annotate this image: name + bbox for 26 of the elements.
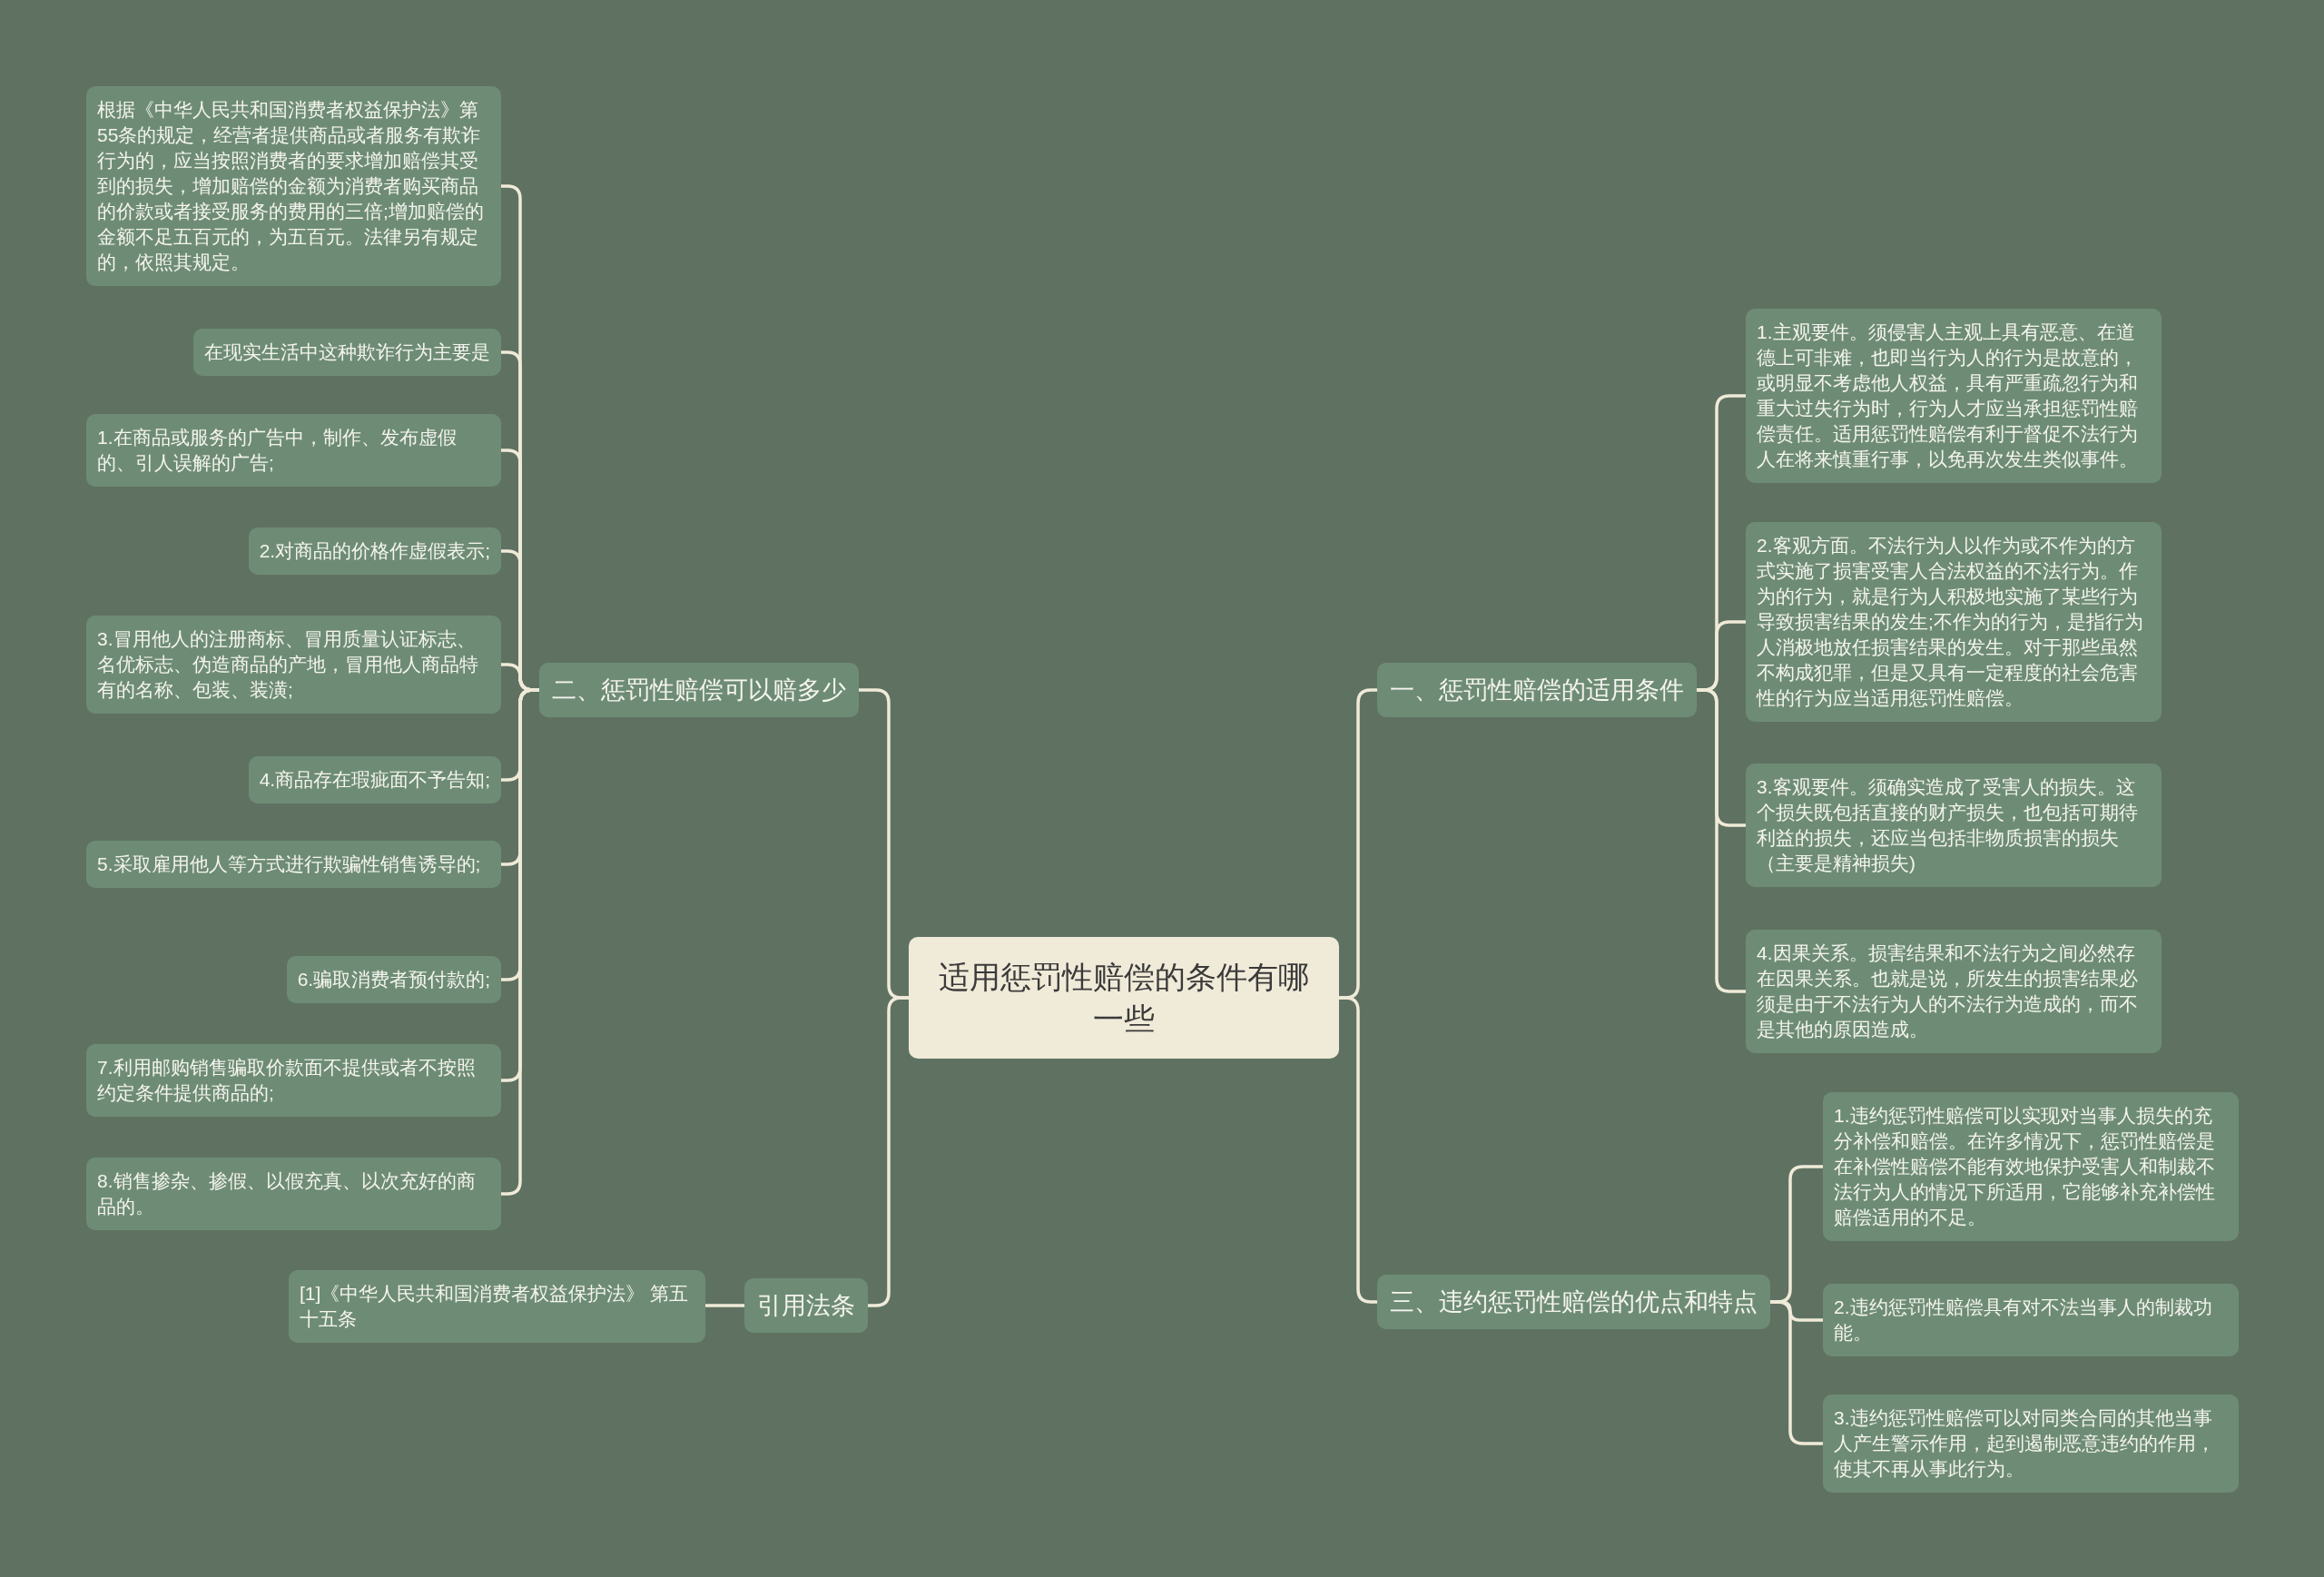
connector-line	[1339, 996, 1377, 1304]
subtopic-box: 根据《中华人民共和国消费者权益保护法》第55条的规定，经营者提供商品或者服务有欺诈行为的，应当按照消费者的要求增加赔偿其受到的损失，增加赔偿的金额为消费者购买商品的价款或者接受服务的费用的三倍;增加赔偿的金额不足五百元的，为五百元。法律另有规定的，依照其规定。	[86, 86, 501, 286]
subtopic-box: 2.违约惩罚性赔偿具有对不法当事人的制裁功能。	[1823, 1284, 2239, 1356]
subtopic-box: 8.销售掺杂、掺假、以假充真、以次充好的商品的。	[86, 1158, 501, 1230]
subtopic-box: [1]《中华人民共和国消费者权益保护法》 第五十五条	[289, 1270, 705, 1343]
connector-line	[705, 1304, 744, 1307]
subtopic-box: 在现实生活中这种欺诈行为主要是	[193, 329, 501, 376]
subtopic-box: 1.违约惩罚性赔偿可以实现对当事人损失的充分补偿和赔偿。在许多情况下，惩罚性赔偿是在补偿性赔偿不能有效地保护受害人和制裁不法行为人的情况下所适用，它能够补充补偿性赔偿适用的不足。	[1823, 1092, 2239, 1241]
subtopic-box: 4.因果关系。损害结果和不法行为之间必然存在因果关系。也就是说，所发生的损害结果必须是由于不法行为人的不法行为造成的，而不是其他的原因造成。	[1746, 930, 2162, 1053]
subtopic-box: 3.违约惩罚性赔偿可以对同类合同的其他当事人产生警示作用，起到遏制恶意违约的作用，使其不再从事此行为。	[1823, 1395, 2239, 1493]
connector-line	[868, 996, 909, 1307]
subtopic-box: 2.对商品的价格作虚假表示;	[248, 527, 501, 575]
subtopic-box: 2.客观方面。不法行为人以作为或不作为的方式实施了损害受害人合法权益的不法行为。作为的行为，就是行为人积极地实施了某些行为导致损害结果的发生;不作为的行为，是指行为人消极地放任损害结果的发生。对于那些虽然不构成犯罪，但是又具有一定程度的社会危害性的行为应当适用惩罚性赔偿。	[1746, 522, 2162, 722]
topic-box: 二、惩罚性赔偿可以赔多少	[539, 663, 859, 717]
subtopic-box: 6.骗取消费者预付款的;	[286, 956, 501, 1003]
topic-box: 三、违约惩罚性赔偿的优点和特点	[1377, 1275, 1770, 1329]
topic-box: 一、惩罚性赔偿的适用条件	[1377, 663, 1697, 717]
subtopic-box: 4.商品存在瑕疵面不予告知;	[248, 756, 501, 803]
subtopic-box: 3.客观要件。须确实造成了受害人的损失。这个损失既包括直接的财产损失，也包括可期待利益的损失，还应当包括非物质损害的损失（主要是精神损失)	[1746, 764, 2162, 887]
topic-box: 引用法条	[744, 1278, 868, 1333]
central-topic-box: 适用惩罚性赔偿的条件有哪一些	[909, 937, 1339, 1059]
subtopic-box: 5.采取雇用他人等方式进行欺骗性销售诱导的;	[86, 841, 501, 888]
subtopic-box: 1.在商品或服务的广告中，制作、发布虚假的、引人误解的广告;	[86, 414, 501, 487]
subtopic-box: 3.冒用他人的注册商标、冒用质量认证标志、名优标志、伪造商品的产地，冒用他人商品特有的名称、包装、装潢;	[86, 616, 501, 714]
subtopic-box: 7.利用邮购销售骗取价款面不提供或者不按照约定条件提供商品的;	[86, 1044, 501, 1117]
subtopic-box: 1.主观要件。须侵害人主观上具有恶意、在道德上可非难，也即当行为人的行为是故意的，或明显不考虑他人权益，具有严重疏忽行为和重大过失行为时，行为人才应当承担惩罚性赔偿责任。适用惩罚性赔偿有利于督促不法行为人在将来慎重行事，以免再次发生类似事件。	[1746, 309, 2162, 483]
